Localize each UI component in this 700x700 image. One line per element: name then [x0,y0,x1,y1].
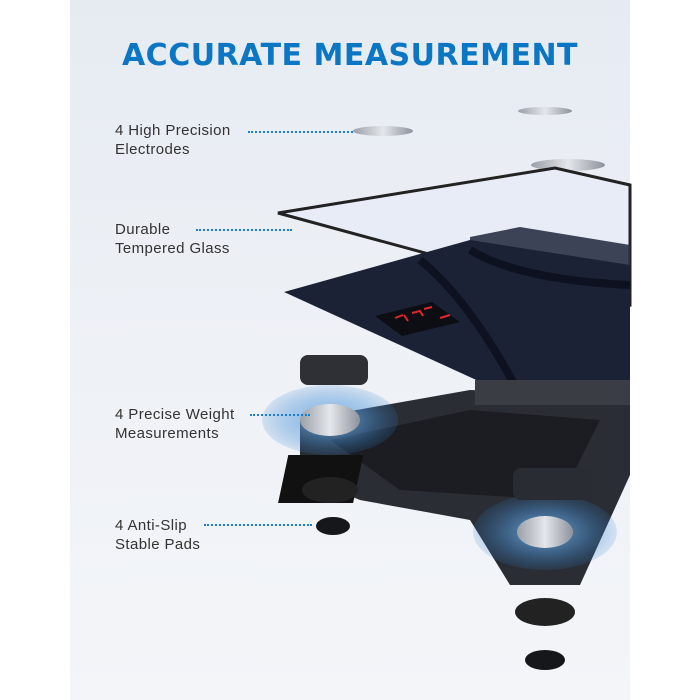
anti-slip-pad [525,650,565,670]
feature-glass: Durable Tempered Glass [115,220,230,258]
leader-line [204,524,312,526]
foot [515,598,575,626]
feature-line: Tempered Glass [115,240,230,257]
feature-pads: 4 Anti-Slip Stable Pads [115,516,200,554]
electrode [518,107,572,115]
feature-line: 4 High Precision [115,122,231,139]
foot [302,477,358,503]
feature-line: 4 Precise Weight [115,406,235,423]
led-digits [394,306,451,322]
feature-line: Electrodes [115,141,190,158]
feature-line: Stable Pads [115,536,201,553]
sensor-cover [513,468,593,500]
feature-line: 4 Anti-Slip [115,517,187,534]
leader-line [250,414,310,416]
electrode [353,126,413,136]
leader-line [248,131,353,133]
sensor-cover [300,355,368,385]
anti-slip-pad [316,517,350,535]
feature-line: Durable [115,221,171,238]
leader-line [196,229,292,231]
page-title: ACCURATE MEASUREMENT [121,38,579,73]
led-display [375,302,460,336]
feature-weight: 4 Precise Weight Measurements [115,405,235,443]
feature-line: Measurements [115,425,220,442]
feature-electrodes: 4 High Precision Electrodes [115,121,231,159]
